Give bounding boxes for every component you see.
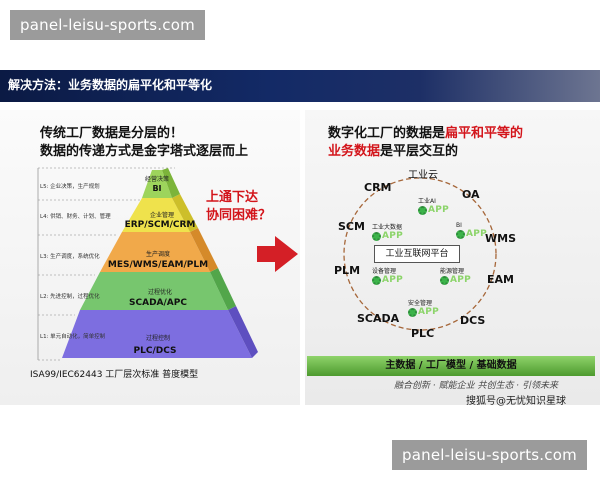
node-oa: OA	[462, 188, 480, 201]
watermark-top: panel-leisu-sports.com	[10, 10, 205, 40]
right-title-line1: 数字化工厂的数据是扁平和平等的	[328, 122, 523, 141]
level-2-main: SCADA/APC	[129, 298, 187, 308]
level-1-sub: 过程控制	[145, 335, 171, 342]
app-word: APP	[418, 307, 440, 317]
app-word: APP	[450, 275, 472, 285]
app-big-data-label: 工业大数据	[372, 224, 403, 231]
level-5-main: BI	[152, 184, 162, 193]
master-data-bar: 主数据 / 工厂模型 / 基础数据	[307, 356, 595, 376]
app-safety: 安全管理 APP	[408, 298, 439, 317]
author-caption: 搜狐号@无忧知识星球	[466, 396, 566, 407]
app-big-data: 工业大数据 APP	[372, 222, 403, 241]
gear-icon	[418, 205, 427, 215]
app-equipment: 设备管理 APP	[372, 266, 403, 285]
right-title-line1-text: 数字化工厂的数据是	[328, 126, 446, 141]
app-industrial-ai-label: 工业AI	[418, 198, 436, 205]
level-3-desc: L3: 生产调度，系统优化	[40, 254, 100, 260]
level-3-main: MES/WMS/EAM/PLM	[107, 260, 209, 270]
app-industrial-ai: 工业AI APP	[418, 196, 449, 215]
iiot-platform-box: 工业互联网平台	[374, 245, 460, 263]
gear-icon	[456, 229, 465, 239]
right-title-line2-text: 是平层交互的	[380, 144, 459, 159]
right-title-line2: 业务数据是平层交互的	[328, 140, 458, 159]
gear-icon	[372, 275, 381, 285]
app-bi-label: BI	[456, 222, 462, 229]
gear-icon	[408, 307, 417, 317]
app-energy: 能源管理 APP	[440, 266, 471, 285]
level-3-sub: 生产调度	[145, 251, 171, 258]
node-wms: WMS	[485, 232, 517, 245]
app-equipment-label: 设备管理	[372, 268, 397, 275]
node-eam: EAM	[487, 273, 514, 286]
level-1-desc: L1: 单元自动化，简单控制	[40, 334, 106, 340]
gear-icon	[372, 231, 381, 241]
level-5-desc: L5: 企业决策，生产规划	[40, 184, 100, 190]
level-2-sub: 过程优化	[147, 289, 173, 296]
industrial-cloud-label: 工业云	[408, 170, 438, 181]
app-word: APP	[466, 229, 488, 239]
slogan-line2: 协同困难？	[206, 208, 272, 223]
app-word: APP	[382, 275, 404, 285]
gear-icon	[440, 275, 449, 285]
level-4-desc: L4: 供销、财务、计划、管理	[40, 214, 111, 220]
slogan-line1: 上通下达	[206, 190, 259, 205]
level-4-sub: 企业管理	[149, 212, 175, 219]
app-energy-label: 能源管理	[440, 268, 465, 275]
node-scada: SCADA	[357, 312, 400, 325]
level-5-sub: 经营决策	[144, 176, 170, 183]
header-title: 解决方法：业务数据的扁平化和平等化	[8, 78, 213, 92]
app-word: APP	[382, 231, 404, 241]
level-4-main: ERP/SCM/CRM	[124, 220, 196, 230]
level-1-main: PLC/DCS	[133, 346, 177, 356]
level-2-desc: L2: 先进控制，过程优化	[40, 294, 100, 300]
right-title-line1-highlight: 扁平和平等的	[445, 126, 524, 141]
app-bi: BI APP	[456, 222, 487, 239]
right-title-line2-highlight: 业务数据	[328, 144, 381, 159]
watermark-bottom: panel-leisu-sports.com	[392, 440, 587, 470]
node-scm: SCM	[338, 220, 365, 233]
slogan-caption: 融合创新 · 赋能企业 共创生态 · 引领未来	[394, 381, 559, 391]
app-word: APP	[428, 205, 450, 215]
standard-footnote: ISA99/IEC62443 工厂层次标准 普度模型	[30, 370, 199, 380]
node-crm: CRM	[364, 181, 392, 194]
app-safety-label: 安全管理	[408, 300, 433, 307]
left-title-line2: 数据的传递方式是金字塔式逐层而上	[40, 144, 249, 159]
left-title-line1: 传统工厂数据是分层的！	[40, 126, 184, 141]
node-plc: PLC	[411, 327, 435, 340]
header-bar: 解决方法：业务数据的扁平化和平等化	[0, 70, 600, 102]
node-dcs: DCS	[460, 314, 486, 327]
node-plm: PLM	[334, 264, 361, 277]
